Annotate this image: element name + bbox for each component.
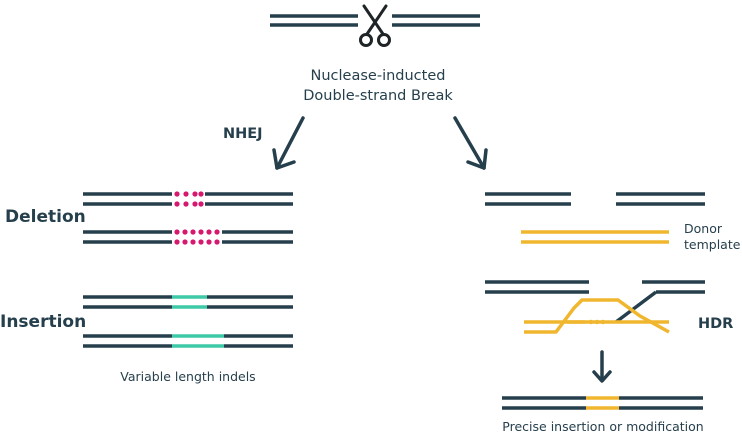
- strand-invasion: [485, 280, 705, 334]
- deletion-dna-2: [83, 229, 293, 245]
- title-line-1: Nuclease-inducted: [310, 68, 446, 84]
- deletion-dna-1: [83, 191, 293, 207]
- hdr-label: HDR: [698, 316, 734, 332]
- insertion-dna-1: [83, 295, 293, 309]
- insertion-dna-2: [83, 334, 293, 348]
- title-line-2: Double-strand Break: [303, 88, 453, 104]
- deletion-label: Deletion: [5, 207, 86, 227]
- arrow-down-icon: [453, 116, 488, 170]
- deletion-dots: [174, 191, 204, 207]
- donor-label-line-2: template: [684, 237, 741, 252]
- broken-dna: [485, 192, 705, 206]
- hdr-caption: Precise insertion or modification: [502, 419, 704, 434]
- deletion-dots: [174, 229, 220, 245]
- nhej-label: NHEJ: [223, 126, 263, 142]
- arrow-down-icon: [592, 350, 612, 383]
- repaired-dna: [502, 396, 703, 410]
- indels-caption: Variable length indels: [120, 369, 256, 384]
- insertion-label: Insertion: [0, 312, 87, 332]
- donor-template: [521, 230, 669, 244]
- arrow-down-icon: [272, 116, 305, 170]
- synthesis-dots: [588, 319, 606, 325]
- donor-label-line-1: Donor: [684, 221, 722, 236]
- scissors-icon: [358, 3, 392, 49]
